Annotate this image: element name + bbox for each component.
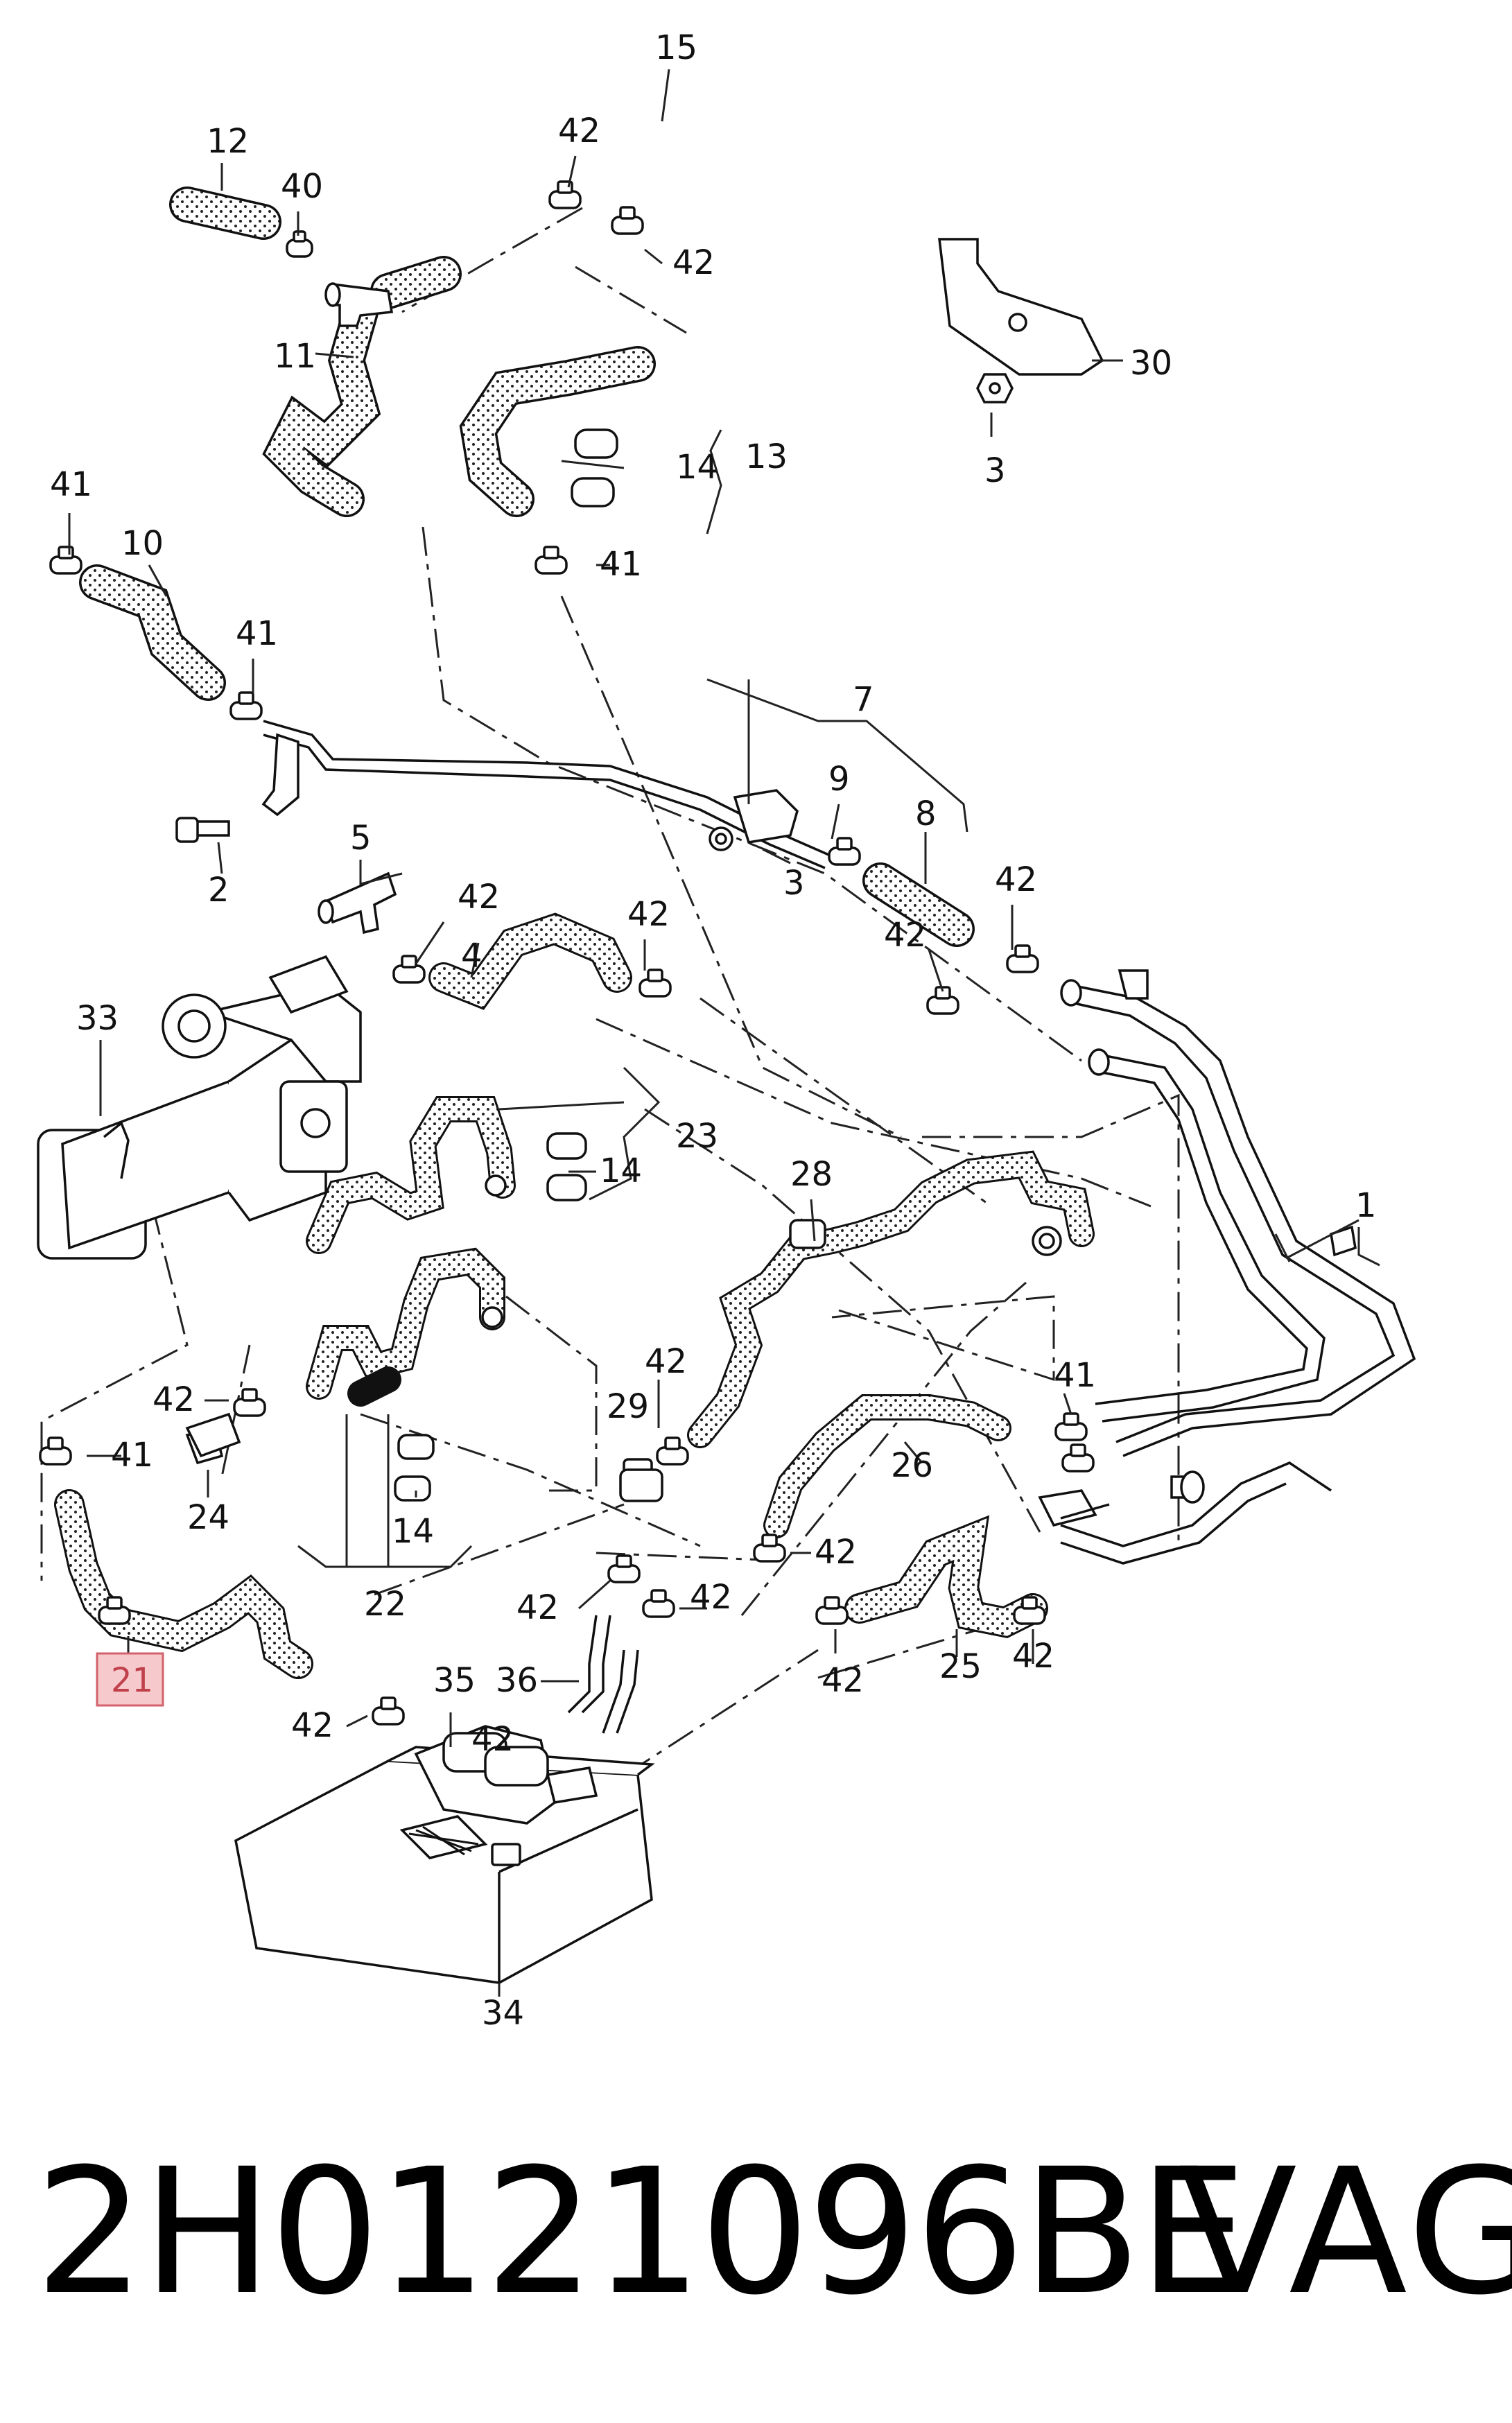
callout-22: 22: [364, 1585, 406, 1624]
callout-14: 14: [676, 448, 718, 487]
callout-40: 40: [281, 167, 323, 206]
callout-42: 42: [1012, 1637, 1054, 1676]
callout-41: 41: [236, 614, 278, 653]
leader-lines: [68, 69, 1380, 1997]
callout-11: 11: [274, 337, 316, 376]
callout-23: 23: [676, 1117, 718, 1156]
callout-41: 41: [600, 545, 642, 584]
part-number: 2H0121096BE: [35, 2131, 1248, 2333]
callout-24: 24: [187, 1498, 229, 1537]
callout-14: 14: [600, 1152, 642, 1190]
coolant-pipe-assembly: [263, 720, 1416, 1565]
callout-42: 42: [558, 112, 600, 150]
callout-42: 42: [516, 1588, 559, 1627]
callout-35: 35: [433, 1661, 476, 1700]
callout-42: 42: [815, 1533, 857, 1572]
callout-30: 30: [1130, 344, 1172, 383]
egr-cooler-assembly: [37, 955, 362, 1260]
auxiliary-heater-unit: [234, 1725, 655, 1984]
callout-42: 42: [291, 1706, 333, 1745]
connectors-and-clips: [185, 282, 653, 1502]
callout-42: 42: [471, 1720, 514, 1759]
callout-42: 42: [458, 878, 500, 917]
callout-25: 25: [939, 1647, 982, 1686]
callout-36: 36: [496, 1661, 538, 1700]
callout-13: 13: [745, 437, 788, 476]
callout-42: 42: [627, 895, 670, 934]
callout-41: 41: [1054, 1356, 1096, 1395]
callout-12: 12: [207, 122, 249, 161]
callout-21: 21: [111, 1661, 153, 1700]
callout-42: 42: [672, 243, 715, 282]
callout-4: 4: [461, 937, 483, 975]
callout-42: 42: [153, 1380, 195, 1419]
footer-caption: 2H0121096BE VAG: [0, 2108, 1512, 2357]
brackets-and-fasteners: [175, 238, 1104, 851]
callout-33: 33: [76, 999, 119, 1038]
callout-28: 28: [790, 1155, 833, 1194]
callout-3: 3: [984, 451, 1006, 490]
callout-10: 10: [121, 524, 164, 563]
callout-15: 15: [655, 28, 697, 67]
callout-42: 42: [884, 916, 926, 955]
callout-42: 42: [822, 1661, 864, 1700]
small-fittings: [185, 1174, 1062, 1502]
callout-41: 41: [111, 1436, 153, 1475]
callout-26: 26: [891, 1446, 933, 1485]
callout-7: 7: [853, 680, 874, 719]
callout-5: 5: [350, 819, 372, 858]
hoses: [54, 186, 1095, 1679]
callout-2: 2: [208, 871, 229, 910]
callout-8: 8: [915, 794, 937, 833]
exploded-parts-diagram: 15 12 42 40 42 11 30 13 14 3 41 10 41 41…: [37, 28, 1416, 2033]
callout-41: 41: [50, 465, 92, 504]
callout-42: 42: [690, 1578, 732, 1617]
highlighted-part-box: [96, 1652, 164, 1707]
callout-42: 42: [995, 860, 1037, 899]
callout-14: 14: [392, 1512, 434, 1551]
callout-34: 34: [482, 1994, 524, 2033]
fuel-lines: [567, 1615, 639, 1734]
callout-labels: 15 12 42 40 42 11 30 13 14 3 41 10 41 41…: [50, 28, 1377, 2033]
callout-42: 42: [645, 1342, 687, 1381]
callout-9: 9: [828, 760, 850, 799]
callout-3: 3: [783, 864, 805, 903]
callout-29: 29: [607, 1387, 649, 1426]
brand-name: VAG: [1179, 2131, 1512, 2333]
callout-1: 1: [1355, 1186, 1377, 1225]
hose-clamps: [39, 180, 1095, 1726]
